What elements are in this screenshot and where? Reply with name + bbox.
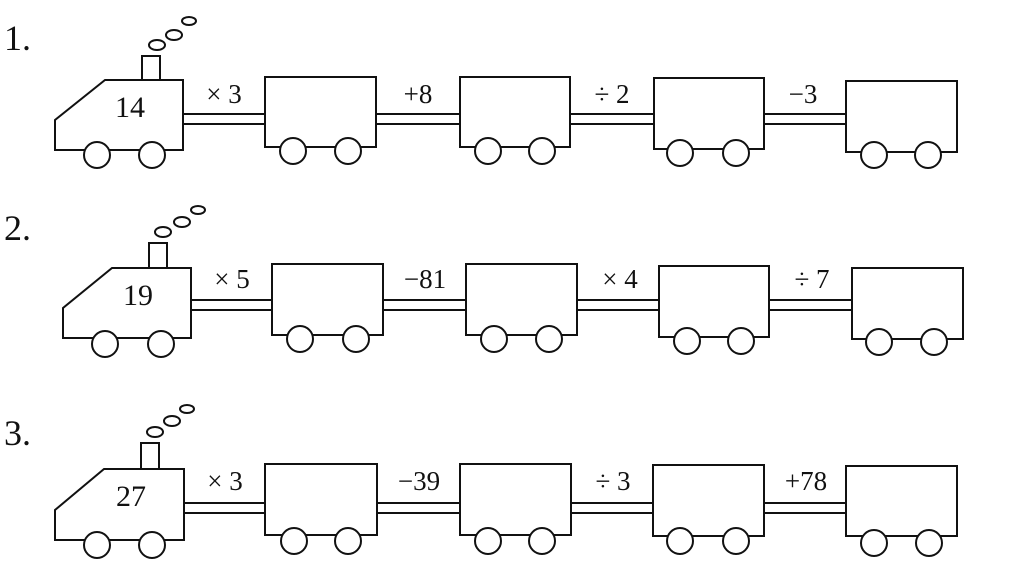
wagon — [459, 463, 572, 555]
wagon — [264, 76, 377, 165]
start-number: 27 — [116, 480, 146, 513]
smoke-icon — [148, 16, 197, 51]
operation-label: × 4 — [602, 264, 638, 294]
answer-box[interactable] — [465, 263, 578, 336]
wheel — [334, 527, 362, 555]
wheel — [722, 139, 750, 167]
operation-label: ÷ 7 — [794, 264, 829, 294]
operation-label: ÷ 2 — [594, 79, 629, 109]
start-number: 19 — [123, 279, 153, 312]
wheel — [279, 137, 307, 165]
coupler: −39 — [377, 466, 460, 514]
coupler: +8 — [376, 79, 460, 125]
problem-number: 3. — [4, 413, 31, 453]
operation-label: +78 — [785, 466, 827, 496]
wagon — [264, 463, 378, 555]
answer-box[interactable] — [658, 265, 770, 338]
engine: 27 — [54, 404, 195, 559]
wheel — [342, 325, 370, 353]
wheel — [138, 141, 166, 169]
wheel — [535, 325, 563, 353]
answer-box[interactable] — [271, 263, 384, 336]
wagon — [465, 263, 578, 353]
operation-label: +8 — [404, 79, 433, 109]
engine: 14 — [54, 16, 197, 169]
answer-box[interactable] — [264, 463, 378, 536]
coupler: +78 — [764, 466, 846, 514]
answer-box[interactable] — [845, 465, 958, 537]
wheel — [83, 141, 111, 169]
answer-box[interactable] — [851, 267, 964, 340]
wagon — [851, 267, 964, 356]
answer-box[interactable] — [459, 76, 571, 148]
operation-label: × 3 — [206, 79, 241, 109]
wagon — [652, 464, 765, 555]
coupler: −81 — [383, 264, 466, 311]
problem-number: 1. — [4, 18, 31, 58]
operation-label: −39 — [398, 466, 440, 496]
chimney — [140, 442, 160, 470]
wheel — [865, 328, 893, 356]
wheel — [474, 527, 502, 555]
train-1: 1. 14 × 3 +8 — [4, 16, 958, 169]
wheel — [727, 327, 755, 355]
answer-box[interactable] — [653, 77, 765, 150]
answer-box[interactable] — [845, 80, 958, 153]
smoke-icon — [146, 404, 195, 438]
coupler: ÷ 3 — [571, 466, 653, 514]
wheel — [860, 529, 888, 557]
wheel — [666, 527, 694, 555]
coupler: × 5 — [191, 264, 272, 311]
wheel — [83, 531, 111, 559]
coupler: × 3 — [184, 466, 265, 514]
engine: 19 — [62, 205, 206, 358]
coupler: −3 — [764, 79, 846, 125]
answer-box[interactable] — [652, 464, 765, 537]
coupler: ÷ 2 — [570, 79, 654, 125]
answer-box[interactable] — [459, 463, 572, 536]
start-number: 14 — [115, 91, 145, 124]
coupler: ÷ 7 — [769, 264, 852, 311]
wagon — [653, 77, 765, 167]
wagon — [658, 265, 770, 355]
train-2: 2. 19 × 5 −81 — [4, 205, 964, 358]
wheel — [528, 137, 556, 165]
coupler: × 3 — [183, 79, 265, 125]
wagon — [845, 80, 958, 169]
wheel — [860, 141, 888, 169]
coupler: × 4 — [577, 264, 659, 311]
wheel — [91, 330, 119, 358]
answer-box[interactable] — [264, 76, 377, 148]
wheel — [334, 137, 362, 165]
operation-label: ÷ 3 — [595, 466, 630, 496]
wheel — [147, 330, 175, 358]
chimney — [141, 55, 161, 82]
wheel — [138, 531, 166, 559]
wheel — [480, 325, 508, 353]
wagon — [459, 76, 571, 165]
wheel — [666, 139, 694, 167]
operation-label: −3 — [789, 79, 818, 109]
problem-number: 2. — [4, 208, 31, 248]
wagon — [271, 263, 384, 353]
chimney — [148, 242, 168, 269]
smoke-icon — [154, 205, 206, 238]
wheel — [474, 137, 502, 165]
operation-label: × 3 — [207, 466, 242, 496]
wheel — [722, 527, 750, 555]
wheel — [914, 141, 942, 169]
wagon — [845, 465, 958, 557]
wheel — [528, 527, 556, 555]
wheel — [673, 327, 701, 355]
wheel — [915, 529, 943, 557]
wheel — [280, 527, 308, 555]
operation-label: −81 — [404, 264, 446, 294]
train-3: 3. 27 × 3 −39 — [4, 404, 958, 559]
wheel — [286, 325, 314, 353]
operation-label: × 5 — [214, 264, 249, 294]
wheel — [920, 328, 948, 356]
